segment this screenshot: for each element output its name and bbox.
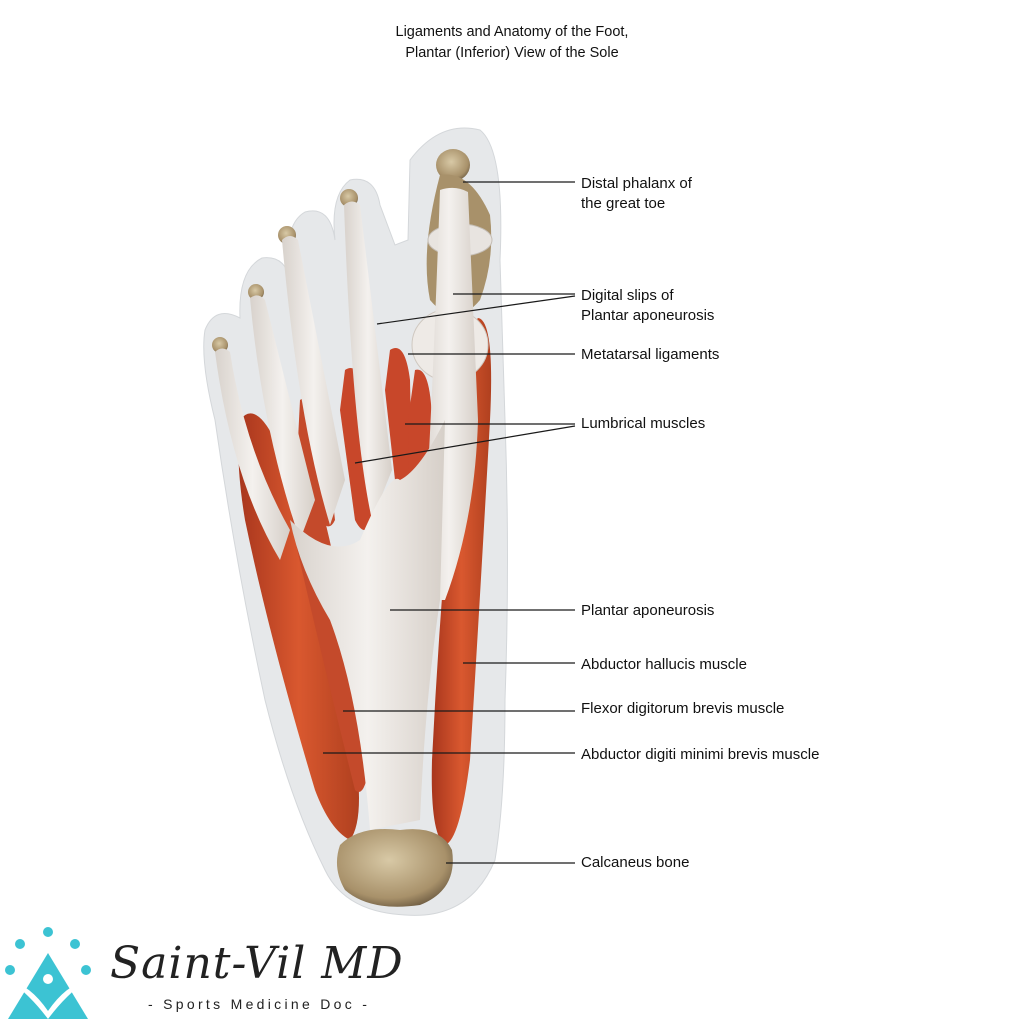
logo-tagline: - Sports Medicine Doc - — [148, 996, 371, 1012]
plantar-aponeurosis-shape — [215, 187, 478, 830]
label-plantar-aponeurosis: Plantar aponeurosis — [581, 602, 715, 619]
label-calcaneus: Calcaneus bone — [581, 854, 690, 871]
label-distal-phalanx: Distal phalanx of the great toe — [581, 174, 692, 214]
calcaneus-shape — [336, 829, 453, 907]
label-line: Digital slips of — [581, 287, 674, 304]
diagram-title: Ligaments and Anatomy of the Foot, Plant… — [0, 22, 1024, 64]
label-metatarsal-ligaments: Metatarsal ligaments — [581, 346, 720, 363]
person-triangle-icon — [5, 927, 91, 1019]
logo-script-text: Saint-Vil MD — [110, 938, 404, 989]
logo-mark — [5, 927, 91, 1019]
label-abductor-hallucis: Abductor hallucis muscle — [581, 656, 747, 673]
label-line: the great toe — [581, 195, 666, 212]
label-abductor-digiti-minimi: Abductor digiti minimi brevis muscle — [581, 746, 820, 763]
label-flexor-digitorum-brevis: Flexor digitorum brevis muscle — [581, 700, 785, 717]
title-line-2: Plantar (Inferior) View of the Sole — [405, 45, 619, 61]
label-digital-slips: Digital slips of Plantar aponeurosis — [581, 286, 714, 326]
label-line: Distal phalanx of — [581, 175, 692, 192]
label-lumbrical-muscles: Lumbrical muscles — [581, 415, 706, 432]
title-line-1: Ligaments and Anatomy of the Foot, — [395, 24, 629, 40]
leader-lines — [323, 181, 576, 864]
label-line: Plantar aponeurosis — [581, 307, 715, 324]
